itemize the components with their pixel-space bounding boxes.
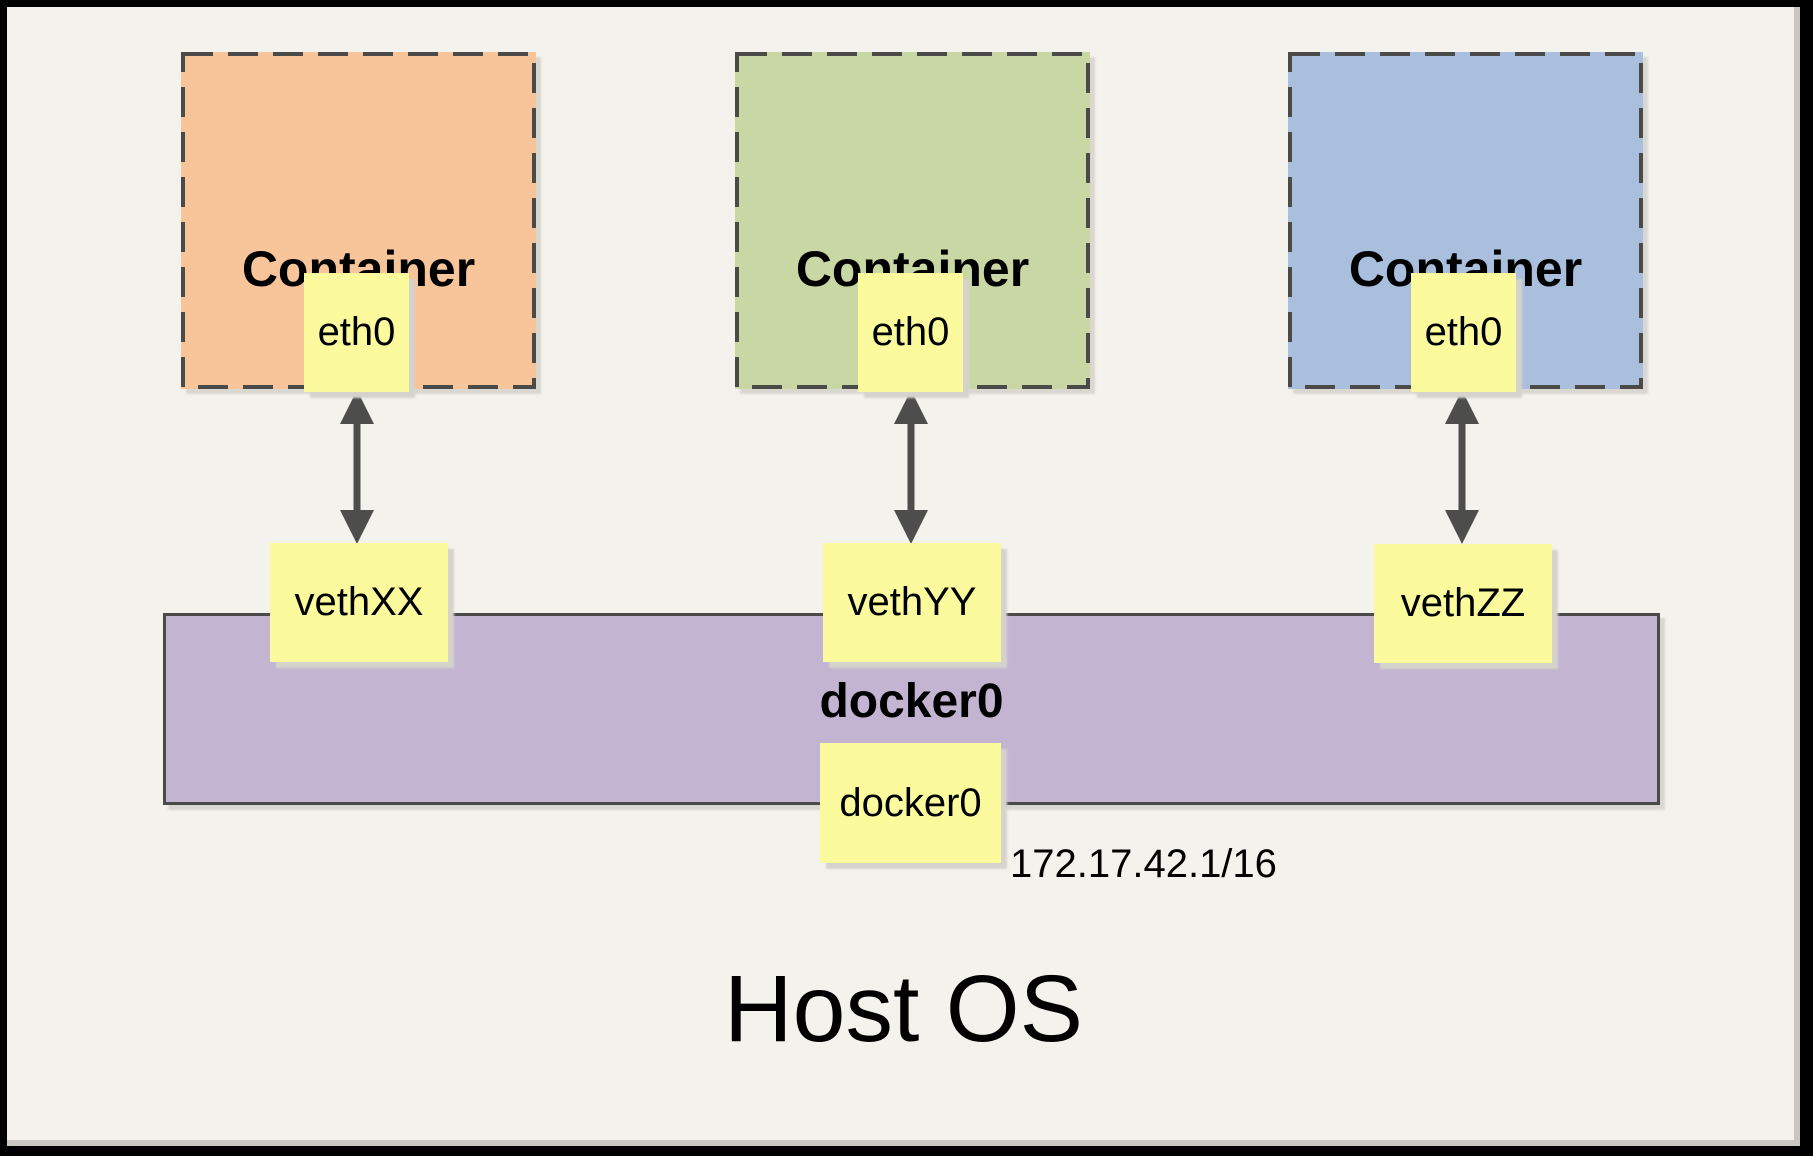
host-os-label: Host OS	[724, 956, 1083, 1062]
vethzz-box: vethZZ	[1374, 544, 1552, 663]
container-box-1: Container eth0	[181, 52, 536, 392]
container-3-eth0-box: eth0	[1411, 273, 1516, 392]
vethzz-label: vethZZ	[1400, 581, 1526, 625]
docker0-bridge-label: docker0	[819, 675, 1004, 728]
vethyy-box: vethYY	[823, 543, 1001, 662]
docker0-interface-label: docker0	[839, 780, 982, 825]
vethxx-label: vethXX	[294, 580, 424, 624]
container-box-2: Container eth0	[735, 52, 1090, 392]
vethxx-box: vethXX	[270, 543, 448, 662]
docker0-interface-box: docker0	[820, 743, 1001, 863]
container-3-eth0-label: eth0	[1424, 310, 1503, 354]
vethyy-label: vethYY	[847, 580, 977, 624]
container-box-3: Container eth0	[1288, 52, 1643, 392]
bridge-ip-label: 172.17.42.1/16	[1010, 842, 1277, 886]
container-2-eth0-label: eth0	[871, 310, 950, 354]
diagram-canvas: Container eth0 Container eth0 Container …	[7, 7, 1800, 1146]
container-1-eth0-box: eth0	[304, 273, 409, 392]
bidirectional-arrow-icon	[340, 390, 374, 544]
container-1-eth0-label: eth0	[317, 310, 396, 354]
bidirectional-arrow-icon	[894, 390, 928, 544]
container-2-eth0-box: eth0	[858, 273, 963, 392]
bidirectional-arrow-icon	[1445, 390, 1479, 544]
